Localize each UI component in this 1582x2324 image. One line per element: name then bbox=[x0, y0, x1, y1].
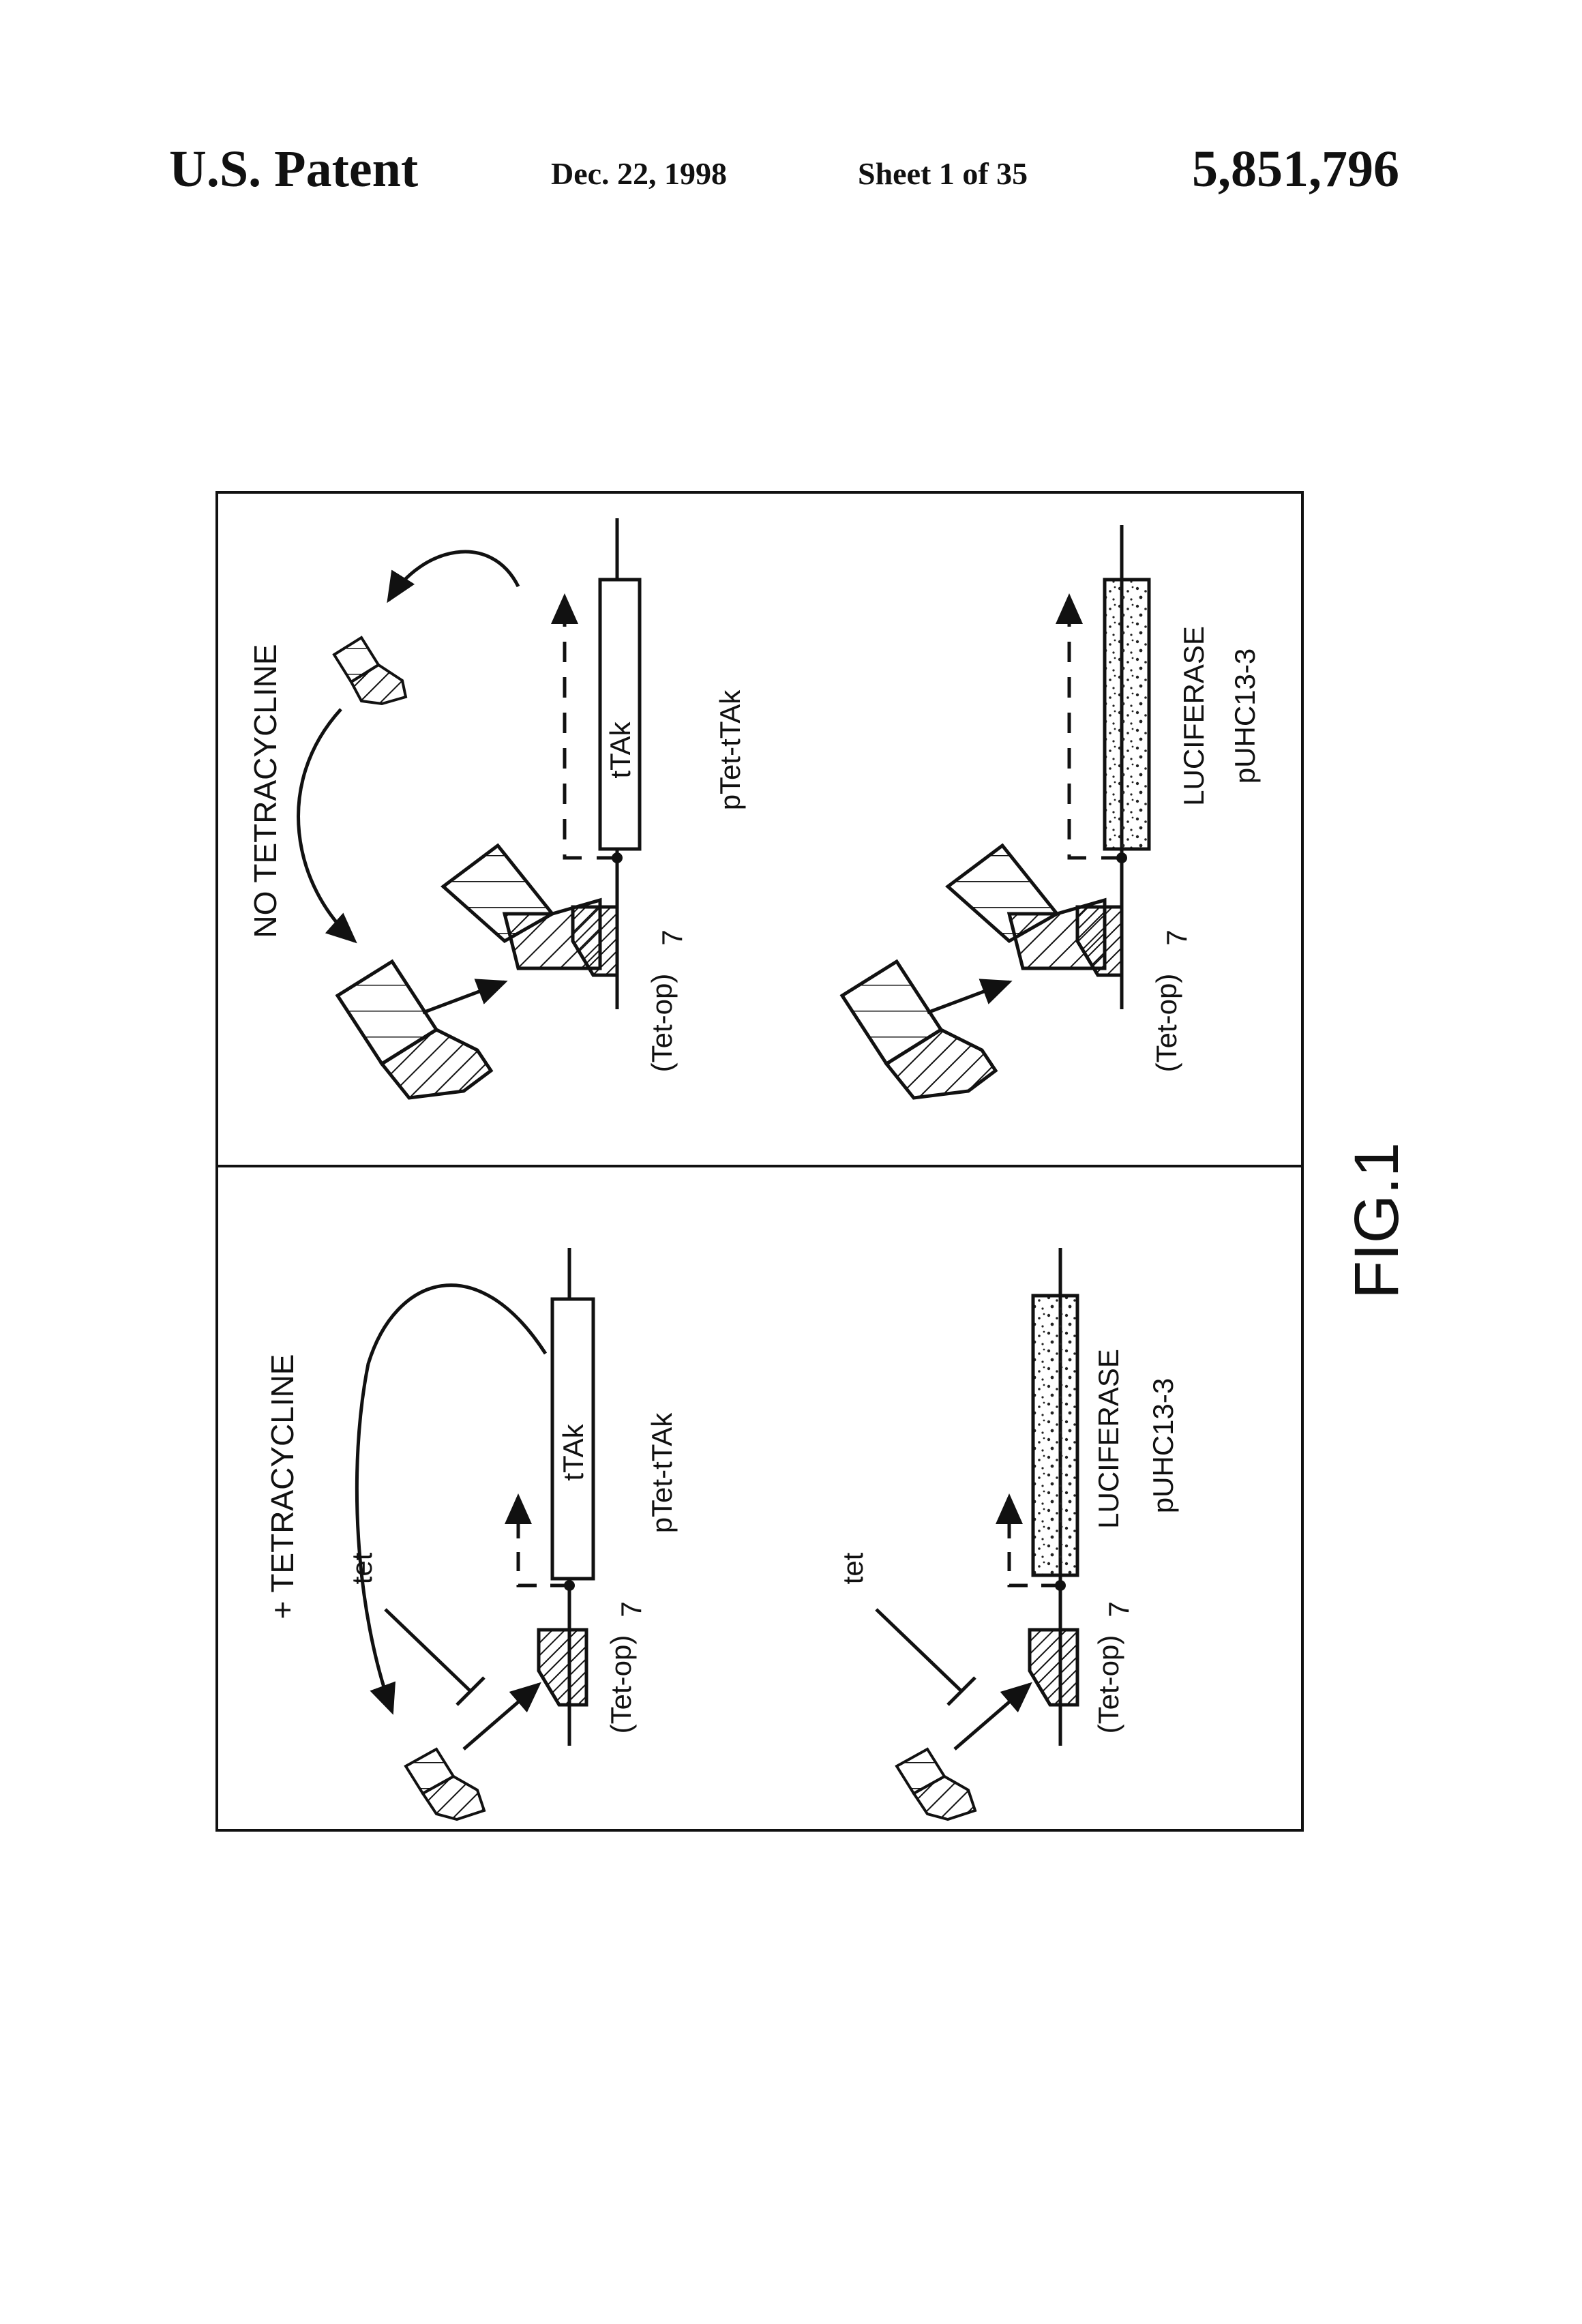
gene-box-luciferase-left bbox=[1033, 1296, 1077, 1575]
cycle-arrow-down bbox=[299, 709, 355, 941]
gene-box-luciferase bbox=[1105, 580, 1149, 849]
binding-arrow-bottom bbox=[927, 982, 1009, 1013]
plasmid-label-puhc13-3: pUHC13-3 bbox=[1229, 649, 1261, 784]
gene-label-luciferase-left: LUCIFERASE bbox=[1092, 1349, 1124, 1529]
svg-text:7: 7 bbox=[1103, 1601, 1135, 1617]
gene-label-luciferase: LUCIFERASE bbox=[1178, 626, 1210, 806]
operator-label-left-bottom: (Tet-op) 7 bbox=[1092, 1601, 1135, 1733]
svg-text:(Tet-op): (Tet-op) bbox=[646, 974, 678, 1073]
plasmid-label-ptet-ttak: pTet-tTAk bbox=[714, 689, 746, 811]
transactivator-protein-free-bottom bbox=[842, 962, 996, 1098]
svg-text:7: 7 bbox=[1161, 929, 1193, 945]
operator-label-bottom: (Tet-op) 7 bbox=[1150, 929, 1193, 1072]
transactivator-protein-free bbox=[338, 962, 491, 1098]
plasmid-label-ptet-ttak-left: pTet-tTAk bbox=[646, 1412, 678, 1534]
gene-label-ttak-left: tTAk bbox=[557, 1423, 589, 1480]
panel-no-tetracycline: NO TETRACYCLINE tTAk pTet-tTAk (Tet- bbox=[248, 518, 1261, 1098]
inhibitor-label-tet-top: tet bbox=[346, 1552, 378, 1584]
svg-text:7: 7 bbox=[656, 929, 688, 945]
figure-label: FIG.1 bbox=[1342, 1142, 1412, 1299]
transactivator-protein-bound-bottom bbox=[948, 846, 1122, 975]
operator-site-top bbox=[539, 1630, 586, 1705]
svg-text:(Tet-op): (Tet-op) bbox=[1150, 974, 1182, 1073]
cycle-arrow-top bbox=[389, 552, 518, 600]
panel-plus-tetracycline: + TETRACYCLINE tet tTAk pTet-tTAk (Tet-o… bbox=[265, 1248, 1179, 1819]
panel-title-plus-tetracycline: + TETRACYCLINE bbox=[265, 1354, 300, 1620]
gene-box-ttak bbox=[600, 580, 640, 849]
svg-text:FIG.1: FIG.1 bbox=[1342, 1142, 1412, 1299]
inhibition-line-bottom bbox=[876, 1609, 961, 1691]
operator-site-bottom bbox=[1030, 1630, 1077, 1705]
gene-label-ttak: tTAk bbox=[604, 721, 636, 778]
blocked-arrow-bottom bbox=[955, 1684, 1030, 1749]
tet-bound-repressor-top bbox=[406, 1749, 484, 1819]
tet-bound-repressor-bottom bbox=[897, 1749, 975, 1819]
blocked-arrow-top bbox=[464, 1684, 539, 1749]
transactivator-protein-bound-top bbox=[443, 846, 617, 975]
svg-text:7: 7 bbox=[615, 1601, 647, 1617]
panel-title-no-tetracycline: NO TETRACYCLINE bbox=[248, 644, 283, 938]
binding-arrow-top bbox=[423, 982, 505, 1013]
svg-text:(Tet-op): (Tet-op) bbox=[605, 1635, 637, 1734]
inhibitor-label-tet-bottom: tet bbox=[837, 1552, 869, 1584]
operator-label-left-top: (Tet-op) 7 bbox=[605, 1601, 647, 1733]
operator-label-top: (Tet-op) 7 bbox=[646, 929, 688, 1072]
svg-text:(Tet-op): (Tet-op) bbox=[1092, 1635, 1124, 1734]
small-repressor-protein bbox=[334, 638, 406, 704]
plasmid-label-puhc13-3-left: pUHC13-3 bbox=[1147, 1378, 1179, 1513]
inhibition-line-top bbox=[385, 1609, 471, 1691]
